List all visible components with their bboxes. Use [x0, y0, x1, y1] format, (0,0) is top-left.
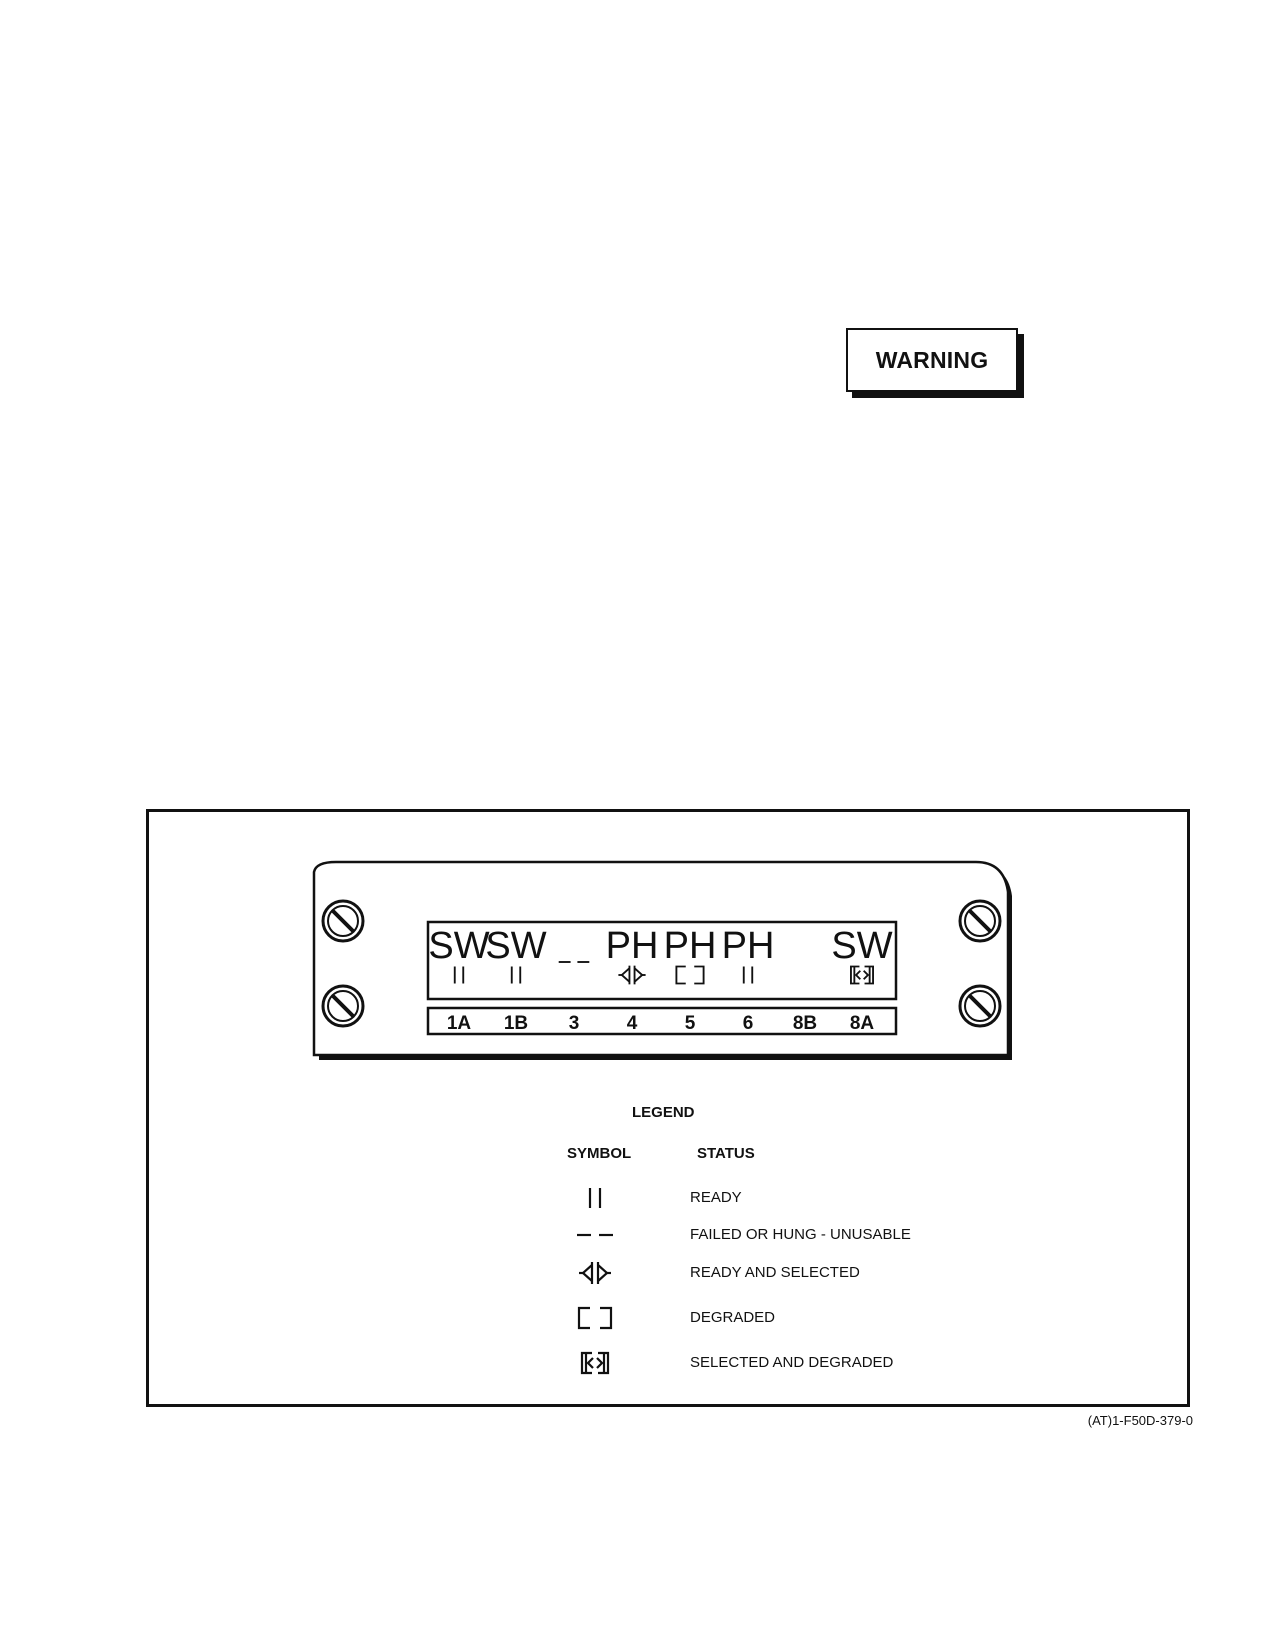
- legend-status-degraded: DEGRADED: [690, 1309, 776, 1326]
- ready-selected-symbol-icon: [579, 1262, 611, 1284]
- legend-status-selected-degraded: SELECTED AND DEGRADED: [690, 1354, 894, 1371]
- legend-row-ready: READY: [560, 1180, 980, 1216]
- legend-row-selected-degraded: SELECTED AND DEGRADED: [560, 1345, 980, 1381]
- warning-label: WARNING: [875, 346, 989, 373]
- legend-status-failed: FAILED OR HUNG - UNUSABLE: [690, 1226, 911, 1243]
- legend-status-ready-selected: READY AND SELECTED: [690, 1264, 860, 1281]
- legend-status-ready: READY: [690, 1189, 742, 1206]
- warning-box: WARNING: [846, 328, 1018, 392]
- legend-row-failed: FAILED OR HUNG - UNUSABLE: [560, 1217, 980, 1253]
- selected-degraded-symbol-icon: [580, 1351, 610, 1375]
- legend-symbol-header: SYMBOL: [567, 1145, 632, 1162]
- figure-id: (AT)1-F50D-379-0: [1087, 1413, 1193, 1428]
- degraded-symbol-icon: [577, 1306, 613, 1330]
- legend-row-ready-selected: READY AND SELECTED: [560, 1255, 980, 1291]
- ready-symbol-icon: [588, 1188, 602, 1208]
- legend-row-degraded: DEGRADED: [560, 1300, 980, 1336]
- legend-title: LEGEND: [632, 1104, 695, 1121]
- legend-status-header: STATUS: [697, 1145, 755, 1162]
- failed-symbol-icon: [577, 1233, 613, 1237]
